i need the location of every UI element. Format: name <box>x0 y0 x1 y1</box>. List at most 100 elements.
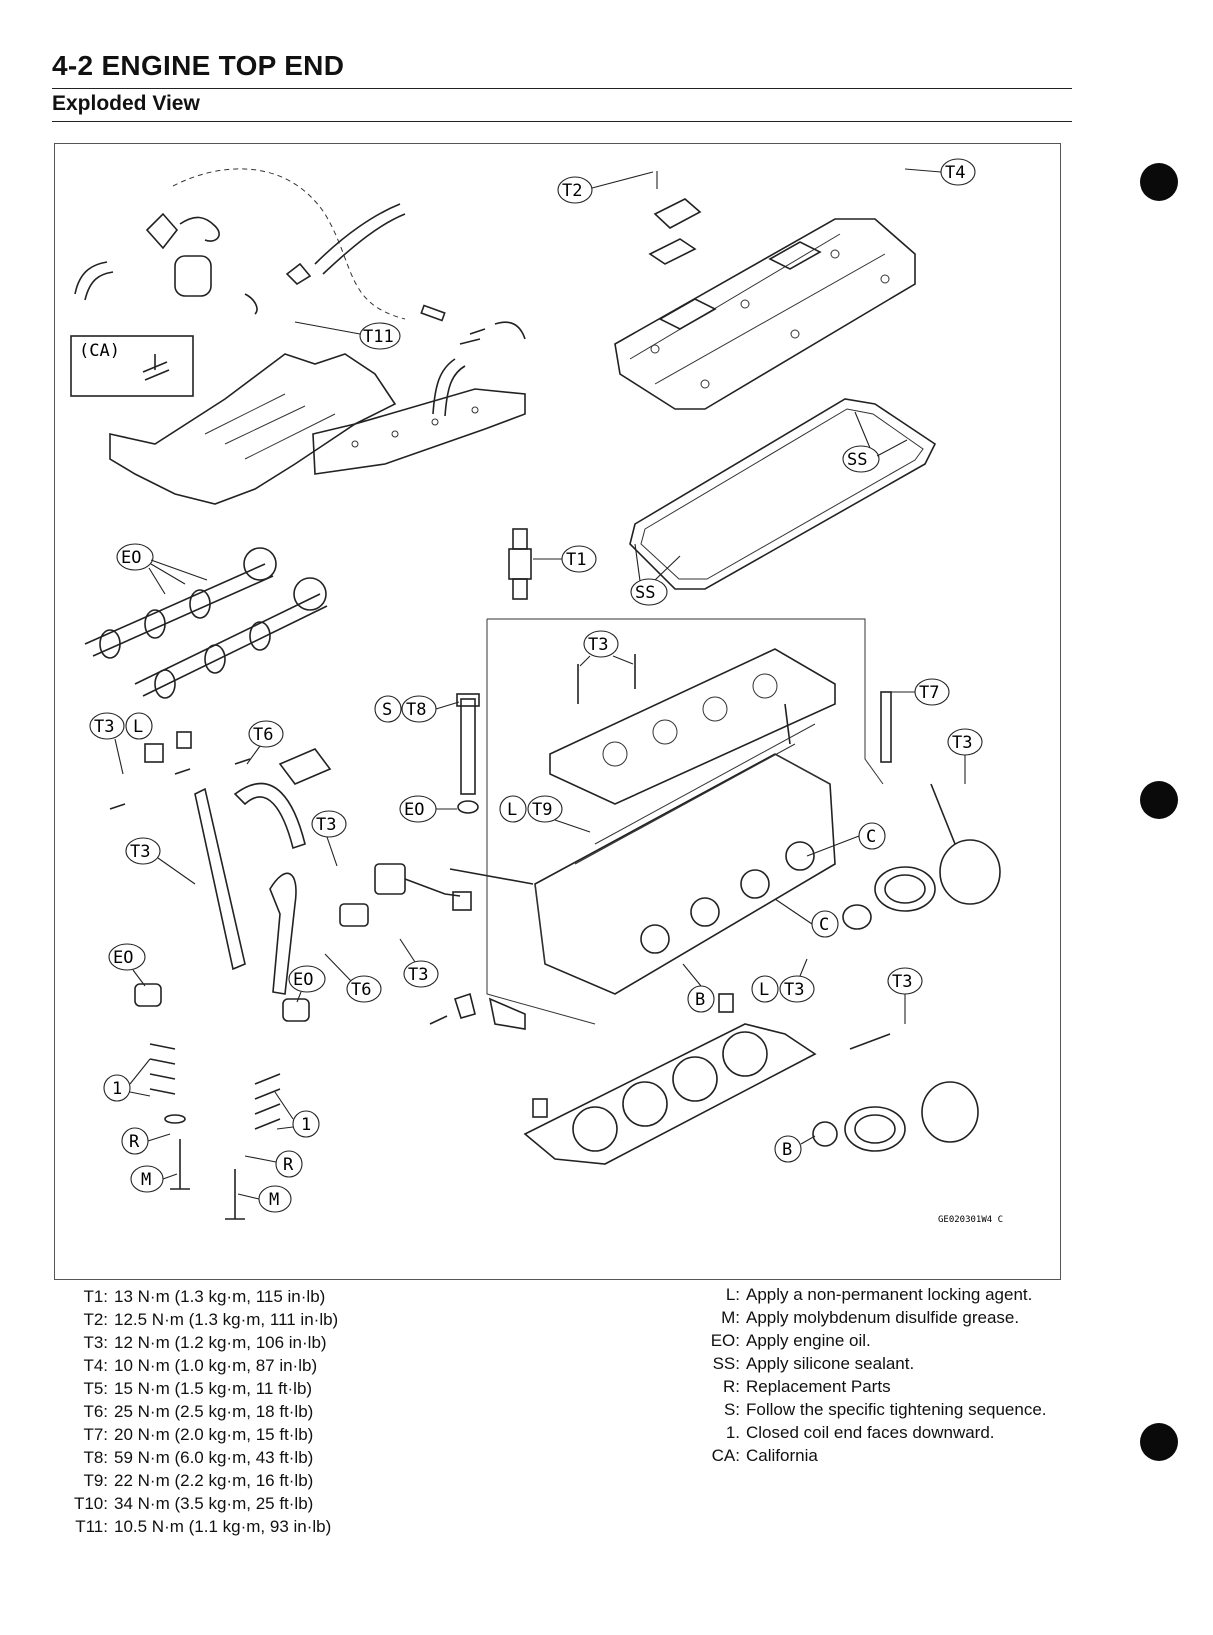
air-suction-cover <box>109 353 526 505</box>
torque-spec-row: T5:15 N·m (1.5 kg·m, 11 ft·lb) <box>58 1377 338 1400</box>
torque-spec-row-key: T1: <box>83 1287 108 1306</box>
torque-spec-row: T1:13 N·m (1.3 kg·m, 115 in·lb) <box>58 1285 338 1308</box>
callout-t11: T11 <box>363 327 394 347</box>
note-row-key: 1. <box>725 1423 740 1442</box>
callout-r-right: R <box>283 1155 294 1175</box>
cam-chain-tensioner <box>339 863 472 927</box>
note-row-value: Closed coil end faces downward. <box>746 1423 995 1442</box>
torque-spec-row-key: T2: <box>83 1310 108 1329</box>
torque-spec-row: T2: 12.5 N·m (1.3 kg·m, 111 in·lb) <box>58 1308 338 1331</box>
callout-t1: T1 <box>566 550 586 570</box>
washer <box>457 800 479 814</box>
valve-assembly-left <box>134 983 190 1190</box>
note-row-key: L: <box>725 1285 740 1304</box>
breather-hose-assembly <box>74 168 526 417</box>
head-group-outline <box>486 618 884 1025</box>
callout-t7: T7 <box>919 683 939 703</box>
note-row: R: Replacement Parts <box>690 1375 1047 1398</box>
exploded-view-diagram: (CA) <box>54 143 1061 1280</box>
callout-ss-bottom: SS <box>635 583 655 603</box>
note-row-value: Apply engine oil. <box>746 1331 871 1350</box>
callout-r-left: R <box>129 1132 140 1152</box>
torque-spec-row-value: 34 N·m (3.5 kg·m, 25 ft·lb) <box>114 1494 314 1513</box>
note-row-key: CA: <box>711 1446 740 1465</box>
note-row-key: R: <box>723 1377 740 1396</box>
callout-s: S <box>382 700 392 720</box>
binder-hole-bottom <box>1140 1423 1178 1461</box>
note-row-value: Apply silicone sealant. <box>746 1354 915 1373</box>
callout-t2: T2 <box>562 181 582 201</box>
callout-eo-bucket-right: EO <box>293 970 313 990</box>
callout-eo-bucket-left: EO <box>113 948 133 968</box>
note-row-key: S: <box>723 1400 740 1419</box>
torque-spec-legend: T1:13 N·m (1.3 kg·m, 115 in·lb) T2: 12.5 N… <box>58 1285 338 1538</box>
callout-t3-cam-cap: T3 <box>588 635 608 655</box>
torque-spec-row-value: 12 N·m (1.2 kg·m, 106 in·lb) <box>114 1333 327 1352</box>
cam-cap-bolt <box>880 691 892 763</box>
spark-plug <box>508 528 532 600</box>
callout-b-head: B <box>695 990 705 1010</box>
torque-spec-row-value: 20 N·m (2.0 kg·m, 15 ft·lb) <box>114 1425 314 1444</box>
torque-spec-row: T7: 20 N·m (2.0 kg·m, 15 ft·lb) <box>58 1423 338 1446</box>
valve-assembly-right <box>225 998 310 1220</box>
note-row: M: Apply molybdenum disulfide grease. <box>690 1306 1047 1329</box>
callout-t8: T8 <box>406 700 426 720</box>
callout-l-bottom: L <box>759 980 769 1000</box>
torque-spec-row-value: 25 N·m (2.5 kg·m, 18 ft·lb) <box>114 1402 314 1421</box>
callout-t3-guide: T3 <box>130 842 150 862</box>
torque-spec-row-value: 59 N·m (6.0 kg·m, 43 ft·lb) <box>114 1448 314 1467</box>
note-row: SS:Apply silicone sealant. <box>690 1352 1047 1375</box>
section-rule <box>52 121 1072 122</box>
note-row-value: Replacement Parts <box>746 1377 891 1396</box>
torque-spec-row-key: T9: <box>83 1471 108 1490</box>
torque-spec-row: T8: 59 N·m (6.0 kg·m, 43 ft·lb) <box>58 1446 338 1469</box>
note-row: CA:California <box>690 1444 1047 1467</box>
note-row-value: Follow the specific tightening sequence. <box>746 1400 1047 1419</box>
cam-chain-guides <box>194 748 332 995</box>
torque-spec-row-value: 10.5 N·m (1.1 kg·m, 93 in·lb) <box>114 1517 332 1536</box>
torque-spec-row-key: T8: <box>83 1448 108 1467</box>
figure-code: GE020301W4 C <box>938 1215 1003 1225</box>
header-rule <box>52 88 1072 89</box>
notes-legend: L:Apply a non-permanent locking agent.M:… <box>690 1283 1047 1467</box>
exploded-view-svg: (CA) <box>70 158 1003 1225</box>
torque-spec-row-key: T6: <box>83 1402 108 1421</box>
callout-t3-right: T3 <box>952 733 972 753</box>
callout-t9: T9 <box>532 800 552 820</box>
callout-eo-camshaft: EO <box>121 548 141 568</box>
cylinder-head <box>449 723 836 995</box>
torque-spec-row-value: 12.5 N·m (1.3 kg·m, 111 in·lb) <box>114 1310 339 1329</box>
torque-spec-row: T9: 22 N·m (2.2 kg·m, 16 ft·lb) <box>58 1469 338 1492</box>
callout-t3-bottom: T3 <box>784 980 804 1000</box>
callout-m-left: M <box>141 1170 151 1190</box>
note-row: 1. Closed coil end faces downward. <box>690 1421 1047 1444</box>
callout-l-left: L <box>133 717 143 737</box>
bracket-parts <box>109 731 526 1030</box>
torque-spec-row-value: 22 N·m (2.2 kg·m, 16 ft·lb) <box>114 1471 314 1490</box>
torque-spec-row-key: T7: <box>83 1425 108 1444</box>
head-bolt <box>456 693 480 795</box>
cylinder-head-cover <box>614 171 916 410</box>
torque-spec-row: T6: 25 N·m (2.5 kg·m, 18 ft·lb) <box>58 1400 338 1423</box>
section-title: Exploded View <box>52 92 200 115</box>
callout-1-left: 1 <box>112 1079 122 1099</box>
torque-spec-row: T10:34 N·m (3.5 kg·m, 25 ft·lb) <box>58 1492 338 1515</box>
note-row: S: Follow the specific tightening sequenc… <box>690 1398 1047 1421</box>
callout-1-right: 1 <box>301 1115 311 1135</box>
note-row-value: Apply molybdenum disulfide grease. <box>746 1308 1020 1327</box>
callout-m-right: M <box>269 1190 279 1210</box>
note-row: L:Apply a non-permanent locking agent. <box>690 1283 1047 1306</box>
torque-spec-row: T4:10 N·m (1.0 kg·m, 87 in·lb) <box>58 1354 338 1377</box>
callout-t6-bottom: T6 <box>351 980 371 1000</box>
callout-l-t9: L <box>507 800 517 820</box>
callout-ca: (CA) <box>79 341 120 361</box>
note-row-key: M: <box>721 1308 740 1327</box>
torque-spec-row: T11:10.5 N·m (1.1 kg·m, 93 in·lb) <box>58 1515 338 1538</box>
callout-c-right: C <box>866 827 876 847</box>
callout-t3-tensioner-bolt: T3 <box>408 965 428 985</box>
callout-t4: T4 <box>945 163 965 183</box>
callout-c-middle: C <box>819 915 829 935</box>
callout-ss-top: SS <box>847 450 867 470</box>
note-row: EO:Apply engine oil. <box>690 1329 1047 1352</box>
callout-t3-left: T3 <box>94 717 114 737</box>
